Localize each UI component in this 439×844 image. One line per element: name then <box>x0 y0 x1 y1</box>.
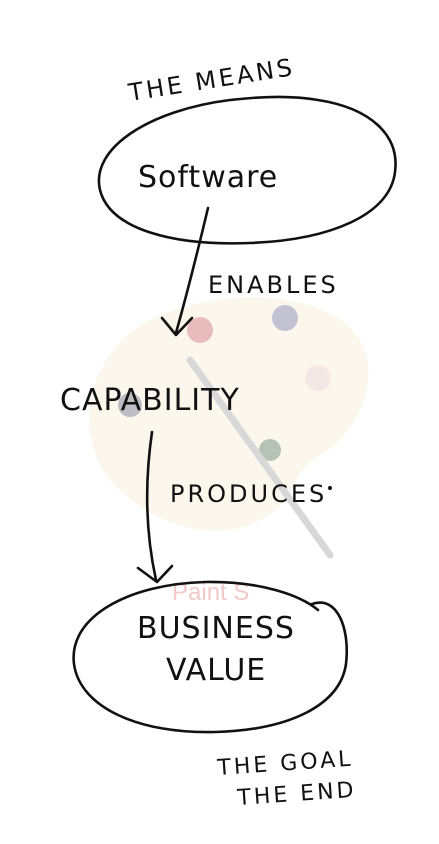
ink-dot <box>328 486 332 490</box>
software-ellipse <box>97 95 397 245</box>
business-value-ellipse <box>72 580 349 734</box>
node-business: BUSINESS <box>137 611 295 646</box>
node-value: VALUE <box>166 653 266 688</box>
arrow-enables <box>174 206 210 335</box>
edge-label-enables: ENABLES <box>208 271 339 299</box>
node-software: Software <box>138 160 278 195</box>
node-capability: CAPABILITY <box>60 383 240 418</box>
edge-label-produces: PRODUCES <box>170 480 327 508</box>
arrow-produces-head <box>136 564 174 584</box>
annotation-the-end: THE END <box>236 778 358 811</box>
paint-palette-icon <box>89 297 369 559</box>
annotation-the-means: THE MEANS <box>126 53 297 107</box>
arrow-enables-head <box>160 316 194 337</box>
arrow-produces <box>145 430 158 582</box>
annotation-the-goal: THE GOAL <box>216 747 355 782</box>
